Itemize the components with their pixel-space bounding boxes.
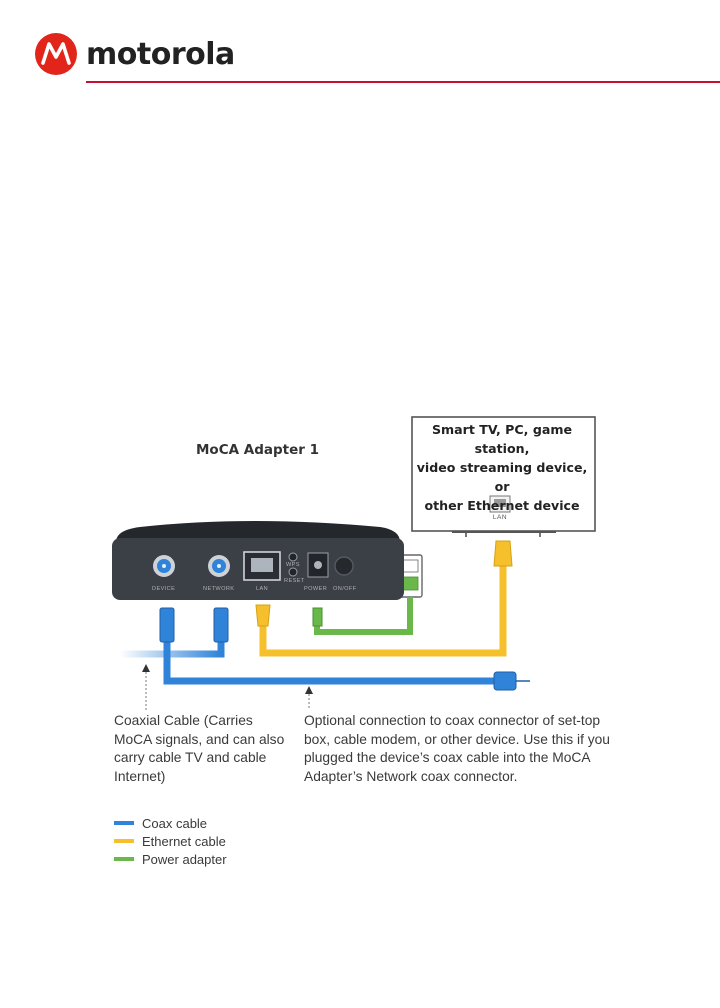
legend-item-coax: Coax cable <box>114 814 227 832</box>
port-label-wps: WPS <box>286 562 300 568</box>
coax-cable-device <box>163 640 498 685</box>
ethernet-cable <box>259 560 507 657</box>
port-label-onoff: ON/OFF <box>333 586 357 592</box>
header-rule <box>86 81 720 83</box>
power-plug-adapter <box>312 607 323 627</box>
port-label-network: NETWORK <box>203 586 235 592</box>
adapter-title: MoCA Adapter 1 <box>196 442 320 458</box>
legend-swatch-power <box>114 857 134 861</box>
coax-end-connector <box>493 671 517 691</box>
motorola-logo: motorola <box>34 32 235 76</box>
port-label-lan: LAN <box>256 586 269 592</box>
coax-plug-network <box>213 607 229 643</box>
legend-swatch-ethernet <box>114 839 134 843</box>
coax-plug-device <box>159 607 175 643</box>
tv-device-label: Smart TV, PC, game station, video stream… <box>414 420 590 515</box>
legend: Coax cable Ethernet cable Power adapter <box>114 814 227 868</box>
tv-line-3: other Ethernet device <box>424 498 580 513</box>
tv-line-2: video streaming device, or <box>416 460 588 494</box>
tv-line-1: Smart TV, PC, game station, <box>431 422 572 456</box>
ethernet-plug-adapter <box>255 604 271 627</box>
legend-label-coax: Coax cable <box>142 815 208 831</box>
tv-lan-label: LAN <box>492 514 508 521</box>
ethernet-plug-tv <box>493 540 513 567</box>
coaxial-cable-note: Coaxial Cable (Carries MoCA signals, and… <box>114 713 285 784</box>
motorola-batwing-icon <box>35 33 77 75</box>
port-label-power: POWER <box>304 586 328 592</box>
coax-cable-network <box>120 642 225 658</box>
legend-item-ethernet: Ethernet cable <box>114 832 227 850</box>
port-label-device: DEVICE <box>152 586 176 592</box>
brand-name: motorola <box>86 36 235 72</box>
legend-label-ethernet: Ethernet cable <box>142 833 226 849</box>
tv-monitor <box>411 416 596 537</box>
power-cable <box>314 597 413 635</box>
callout-arrow-left <box>142 664 150 672</box>
legend-label-power: Power adapter <box>142 851 227 867</box>
callout-arrow-right <box>305 686 313 694</box>
legend-swatch-coax <box>114 821 134 825</box>
moca-adapter-device <box>112 521 404 600</box>
optional-connection-note: Optional connection to coax connector of… <box>304 713 610 784</box>
legend-item-power: Power adapter <box>114 850 227 868</box>
port-label-reset: RESET <box>284 578 305 584</box>
